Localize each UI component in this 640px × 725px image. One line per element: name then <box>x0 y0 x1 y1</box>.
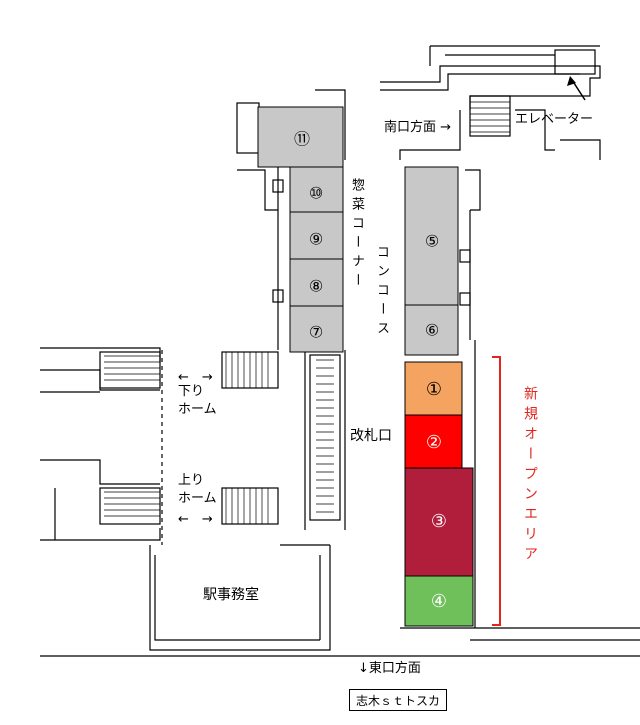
shop-blocks <box>257 106 474 627</box>
shop-label-2: ② <box>426 432 442 453</box>
elevator-label: エレベーター <box>515 112 594 127</box>
deli-corner-label: 惣菜コーナー <box>349 178 364 292</box>
shop-10 <box>289 166 344 213</box>
shop-6 <box>404 304 459 356</box>
store-name-label: 志木ｓｔトスカ <box>349 689 447 711</box>
shop-label-8: ⑧ <box>309 277 323 296</box>
up-platform-arrows: ← → <box>178 512 213 527</box>
shop-label-3: ③ <box>431 511 447 532</box>
new-open-area-label: 新規オープンエリア <box>522 386 538 566</box>
down-platform-label: 下り ホーム <box>178 384 217 417</box>
shop-4 <box>404 575 474 627</box>
shop-label-9: ⑨ <box>309 230 323 249</box>
shop-label-10: ⑩ <box>309 184 323 203</box>
ticket-gate-label: 改札口 <box>350 428 392 444</box>
shop-7 <box>289 305 344 353</box>
shop-labels: ⑪ ⑩ ⑨ ⑧ ⑦ ⑤ ⑥ ① ② ③ ④ <box>294 130 447 613</box>
concourse-label: コンコース <box>374 245 389 340</box>
shop-label-5: ⑤ <box>425 232 439 251</box>
shop-label-6: ⑥ <box>425 321 439 340</box>
shop-label-11: ⑪ <box>294 130 310 149</box>
new-area-bracket <box>492 356 501 626</box>
shop-8 <box>289 258 344 307</box>
shop-label-7: ⑦ <box>309 323 323 342</box>
shop-5 <box>404 166 459 306</box>
east-exit-label: ↓東口方面 <box>358 661 421 676</box>
shop-1 <box>404 361 463 416</box>
up-platform-label: 上り ホーム <box>178 473 217 506</box>
elevator-pointer-head <box>567 76 576 86</box>
down-platform-arrows: ← → <box>178 370 213 385</box>
walls <box>40 45 640 657</box>
shop-label-1: ① <box>426 379 442 400</box>
station-office-label: 駅事務室 <box>203 587 259 603</box>
shop-label-4: ④ <box>431 591 447 612</box>
south-exit-label: 南口方面 → <box>384 120 452 135</box>
